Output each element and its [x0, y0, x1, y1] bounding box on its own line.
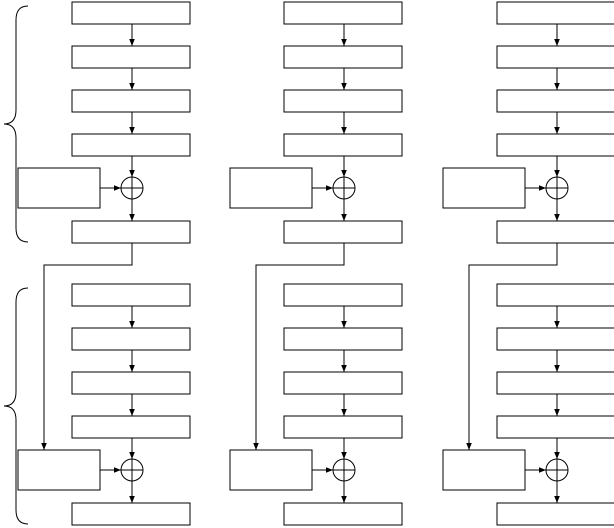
stage-braces — [3, 5, 29, 525]
stage-2-column-1-block-4 — [71, 415, 191, 439]
stage-2-column-1-block-3 — [71, 371, 191, 395]
stage-2-column-3-block-2 — [496, 327, 614, 351]
stage-2-column-1-block-2 — [71, 327, 191, 351]
stage-1-column-3-block-4 — [496, 133, 614, 157]
stage-1-column-1-block-1 — [71, 1, 191, 25]
stage-2-column-3-side-input-block — [442, 449, 526, 491]
stage-2-column-2-block-1 — [283, 283, 403, 307]
stage-1-column-1-block-2 — [71, 45, 191, 69]
connection-column-1 — [41, 243, 133, 450]
stage-1-column-1-block-4 — [71, 133, 191, 157]
stage-1-column-3-block-1 — [496, 1, 614, 25]
stage-2-column-2-side-input-block — [229, 449, 313, 491]
stage-2-column-2-output-block — [283, 502, 403, 526]
stage-2-column-2-block-3 — [283, 371, 403, 395]
stage-2-column-2-block-4 — [283, 415, 403, 439]
stage-1-column-2-block-1 — [283, 1, 403, 25]
stage-1-column-1-side-input-block — [17, 167, 101, 209]
stage-2-column-3-block-4 — [496, 415, 614, 439]
stage-2-column-1-side-input-block — [17, 449, 101, 491]
stage-1-column-2-block-2 — [283, 45, 403, 69]
stage-1-column-2-output-block — [283, 220, 403, 244]
stage-1-column-3-side-input-block — [442, 167, 526, 209]
stage-2-column-3-block-3 — [496, 371, 614, 395]
stage-2-column-1-output-block — [71, 502, 191, 526]
stage-2-column-3-block-1 — [496, 283, 614, 307]
stage-1-brace — [3, 5, 29, 243]
stage-1-column-3-block-3 — [496, 89, 614, 113]
stage-1-column-3-output-block — [496, 220, 614, 244]
stage-2-column-1-block-1 — [71, 283, 191, 307]
connection-column-2 — [253, 243, 345, 450]
stage-2-column-3-output-block — [496, 502, 614, 526]
stage-2-brace — [3, 287, 29, 525]
processing-blocks — [17, 1, 614, 526]
stage-1-column-1-output-block — [71, 220, 191, 244]
stage-1-column-2-block-4 — [283, 133, 403, 157]
stage-1-column-1-block-3 — [71, 89, 191, 113]
stage-1-column-3-block-2 — [496, 45, 614, 69]
signal-wires — [41, 24, 560, 503]
stage-1-column-2-block-3 — [283, 89, 403, 113]
stage-2-column-2-block-2 — [283, 327, 403, 351]
connection-column-3 — [466, 243, 558, 450]
stage-1-column-2-side-input-block — [229, 167, 313, 209]
